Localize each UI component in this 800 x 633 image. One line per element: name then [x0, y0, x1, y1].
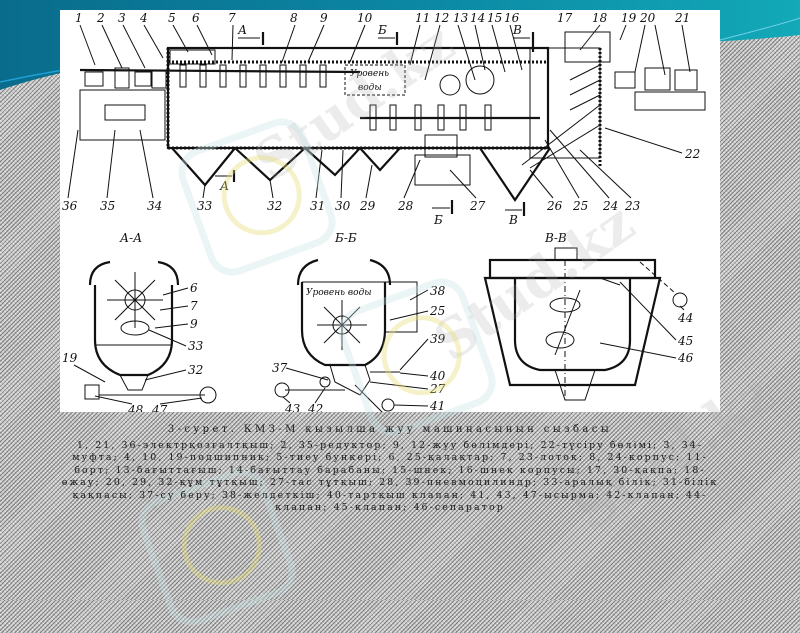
svg-text:Б-Б: Б-Б [334, 231, 357, 245]
svg-text:1: 1 [75, 11, 83, 25]
svg-text:19: 19 [621, 11, 637, 25]
svg-text:10: 10 [357, 11, 373, 25]
svg-text:11: 11 [415, 11, 430, 25]
svg-text:21: 21 [674, 11, 690, 25]
svg-text:47: 47 [151, 403, 168, 412]
section-aa-labels: 6 7 9 33 32 19 48 47 [62, 281, 204, 412]
svg-text:37: 37 [272, 361, 288, 375]
svg-text:24: 24 [602, 199, 618, 213]
svg-text:7: 7 [190, 299, 198, 313]
svg-text:6: 6 [190, 281, 198, 295]
machine-schematic: 1 2 3 4 5 6 7 8 9 10 11 12 13 14 15 16 1… [62, 11, 706, 412]
svg-text:28: 28 [397, 199, 414, 213]
svg-text:16: 16 [504, 11, 520, 25]
section-v-v: В-В 44 45 46 [483, 231, 694, 401]
svg-text:48: 48 [127, 403, 144, 412]
svg-text:3: 3 [118, 11, 126, 25]
svg-text:9: 9 [190, 317, 198, 331]
caption-title: 3-сурет. КМЗ-М кызылша жуу машинасынын с… [167, 424, 613, 435]
svg-text:42: 42 [307, 402, 323, 412]
svg-text:А-А: А-А [119, 231, 142, 245]
svg-text:Уровень: Уровень [350, 69, 389, 79]
svg-text:26: 26 [546, 199, 563, 213]
svg-text:Уровень воды: Уровень воды [306, 288, 372, 298]
svg-text:43: 43 [284, 402, 301, 412]
svg-text:В: В [512, 23, 522, 37]
svg-text:18: 18 [592, 11, 608, 25]
svg-text:6: 6 [192, 11, 200, 25]
svg-text:17: 17 [557, 11, 573, 25]
svg-text:20: 20 [639, 11, 656, 25]
svg-text:В-В: В-В [544, 231, 567, 245]
svg-text:32: 32 [188, 363, 203, 377]
svg-text:12: 12 [434, 11, 449, 25]
svg-text:Б: Б [377, 23, 387, 37]
svg-text:15: 15 [487, 11, 502, 25]
svg-text:5: 5 [168, 11, 176, 25]
svg-text:22: 22 [684, 147, 700, 161]
svg-text:4: 4 [139, 11, 148, 25]
section-a-a: А-А 6 7 9 33 32 19 48 [62, 231, 217, 412]
svg-text:35: 35 [100, 199, 115, 213]
caption-legend: 1, 21, 36-электрқозғалтқыш; 2, 35-редукт… [61, 440, 719, 514]
svg-text:46: 46 [677, 351, 694, 365]
svg-text:29: 29 [359, 199, 376, 213]
svg-text:19: 19 [62, 351, 78, 365]
svg-text:7: 7 [228, 11, 236, 25]
section-vv-labels: 44 45 46 [677, 311, 694, 365]
svg-text:34: 34 [147, 199, 162, 213]
svg-text:33: 33 [188, 339, 204, 353]
svg-text:Б: Б [433, 213, 443, 227]
svg-text:2: 2 [96, 11, 105, 25]
svg-text:27: 27 [469, 199, 486, 213]
svg-text:В: В [508, 213, 518, 227]
svg-text:45: 45 [677, 334, 693, 348]
svg-text:36: 36 [62, 199, 78, 213]
svg-text:А: А [237, 23, 247, 37]
svg-text:23: 23 [624, 199, 641, 213]
top-part-labels: 1 2 3 4 5 6 7 8 9 10 11 12 13 14 15 16 1… [75, 11, 690, 25]
svg-text:30: 30 [335, 199, 351, 213]
svg-text:9: 9 [320, 11, 328, 25]
bottom-part-labels: 36 35 34 33 32 31 30 29 28 27 26 25 24 2… [62, 199, 641, 213]
svg-text:13: 13 [453, 11, 469, 25]
svg-text:воды: воды [358, 83, 382, 93]
svg-text:8: 8 [290, 11, 298, 25]
svg-text:44: 44 [677, 311, 693, 325]
svg-text:25: 25 [572, 199, 588, 213]
svg-text:14: 14 [470, 11, 485, 25]
figure-caption: 3-сурет. КМЗ-М кызылша жуу машинасынын с… [60, 424, 720, 514]
